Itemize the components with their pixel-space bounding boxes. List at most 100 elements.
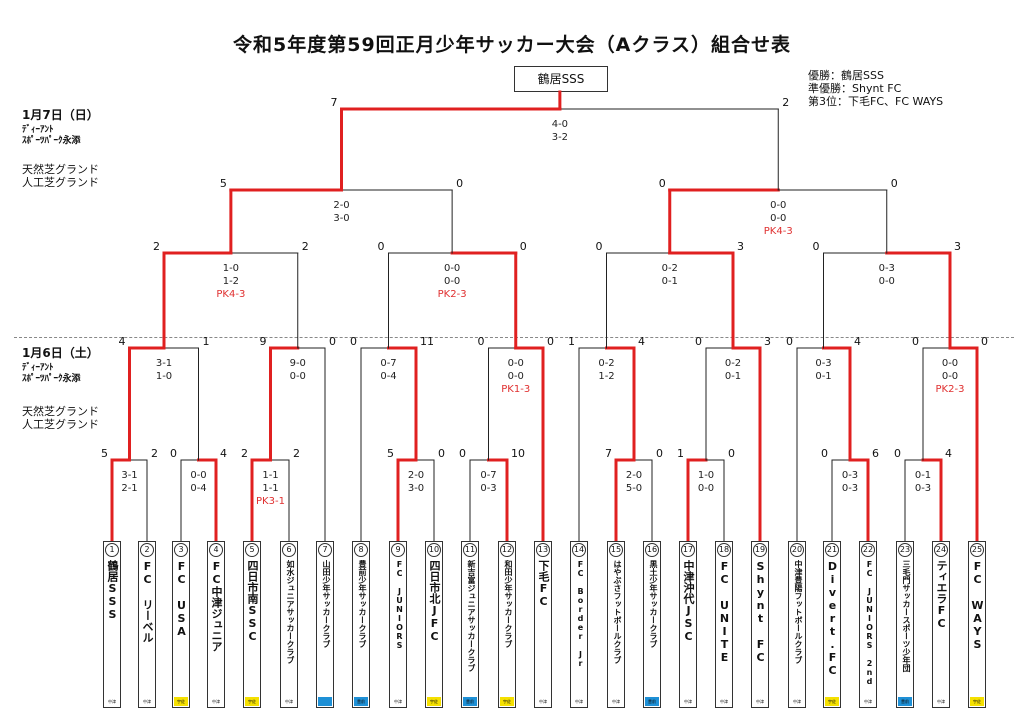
day2-venue-1: ﾃﾞｨｰｱﾝﾄ — [22, 125, 54, 135]
team-number: 10 — [427, 543, 441, 557]
half-score-1: 3-1 — [121, 470, 137, 481]
team-box: 2 FC リーベル中津 — [138, 541, 156, 708]
half-score-1: 0-2 — [725, 358, 741, 369]
team-number: 6 — [282, 543, 296, 557]
half-score-1: 4-0 — [552, 119, 568, 130]
day2-date: 1月7日（日） — [22, 108, 99, 122]
day1-date: 1月6日（土） — [22, 346, 99, 360]
team-number: 2 — [140, 543, 154, 557]
score-right: 3 — [764, 335, 771, 348]
score-left: 0 — [813, 240, 820, 253]
region-badge: 中津 — [575, 699, 583, 704]
score-right: 2 — [302, 240, 309, 253]
score-right: 10 — [511, 447, 525, 460]
region-badge: 中津 — [285, 699, 293, 704]
team-box: 18 FC UNITE 中津 — [715, 541, 733, 708]
result-runner-up: 準優勝：Shynt FC — [808, 82, 902, 95]
team-number: 11 — [463, 543, 477, 557]
region-badge: 中津 — [684, 699, 692, 704]
half-score-1: 0-7 — [380, 358, 396, 369]
team-number: 17 — [681, 543, 695, 557]
region-badge — [318, 697, 332, 706]
half-score-1: 0-0 — [190, 470, 206, 481]
half-score-1: 0-3 — [842, 470, 858, 481]
score-left: 2 — [153, 240, 160, 253]
team-number: 18 — [717, 543, 731, 557]
score-right: 0 — [728, 447, 735, 460]
day1-ground-1: 天然芝グランド — [22, 405, 99, 418]
score-right: 1 — [203, 335, 210, 348]
score-right: 4 — [854, 335, 861, 348]
half-score-1: 0-0 — [942, 358, 958, 369]
half-score-1: 1-0 — [223, 263, 239, 274]
region-badge: 中津 — [143, 699, 151, 704]
team-name: FC UNITE — [718, 560, 731, 664]
score-left: 7 — [605, 447, 612, 460]
half-score-2: 1-2 — [598, 371, 614, 382]
region-badge: 宇佐 — [500, 697, 514, 706]
score-right: 0 — [456, 177, 463, 190]
region-badge: 宇佐 — [174, 697, 188, 706]
region-badge: 中津 — [394, 699, 402, 704]
half-score-1: 0-0 — [444, 263, 460, 274]
team-number: 8 — [354, 543, 368, 557]
half-score-2: 2-1 — [121, 483, 137, 494]
team-name: 黒土少年サッカークラブ — [649, 560, 658, 648]
score-right: 0 — [547, 335, 554, 348]
team-box: 15 はやぶさフットボールクラブ中津 — [607, 541, 625, 708]
half-score-2: 0-3 — [842, 483, 858, 494]
team-name: 四日市南SSC — [246, 560, 259, 643]
score-right: 0 — [520, 240, 527, 253]
team-number: 25 — [970, 543, 984, 557]
team-name: 和田少年サッカークラブ — [504, 560, 513, 648]
score-right: 2 — [782, 96, 789, 109]
team-name: 三毛門サッカースポーツ少年団 — [902, 560, 911, 672]
team-number: 23 — [898, 543, 912, 557]
region-badge: 中津 — [212, 699, 220, 704]
score-left: 0 — [786, 335, 793, 348]
day1-venue-1: ﾃﾞｨｰｱﾝﾄ — [22, 363, 54, 373]
score-right: 2 — [151, 447, 158, 460]
day1-ground-2: 人工芝グランド — [22, 418, 99, 431]
team-number: 15 — [609, 543, 623, 557]
team-number: 7 — [318, 543, 332, 557]
score-left: 0 — [170, 447, 177, 460]
region-badge: 宇佐 — [825, 697, 839, 706]
score-right: 2 — [293, 447, 300, 460]
team-number: 22 — [861, 543, 875, 557]
score-right: 3 — [954, 240, 961, 253]
team-number: 24 — [934, 543, 948, 557]
half-score-1: 1-1 — [262, 470, 278, 481]
half-score-2: 0-0 — [770, 213, 786, 224]
region-badge: 中津 — [612, 699, 620, 704]
half-score-2: 3-0 — [333, 213, 349, 224]
half-score-1: 2-0 — [626, 470, 642, 481]
team-name: FC リーベル — [141, 560, 154, 643]
region-badge: 中津 — [539, 699, 547, 704]
team-number: 12 — [500, 543, 514, 557]
half-score-2: 0-4 — [190, 483, 206, 494]
team-name: 中津豊陽フットボールクラブ — [794, 560, 803, 664]
region-badge: 中津 — [720, 699, 728, 704]
team-name: はやぶさフットボールクラブ — [613, 560, 622, 664]
team-number: 19 — [753, 543, 767, 557]
result-winner: 優勝：鶴居SSS — [808, 69, 884, 82]
half-score-2: 0-0 — [508, 371, 524, 382]
score-right: 11 — [420, 335, 434, 348]
region-badge: 豊前 — [354, 697, 368, 706]
score-right: 0 — [438, 447, 445, 460]
score-right: 3 — [737, 240, 744, 253]
team-name: Shynt FC — [754, 560, 767, 664]
team-number: 21 — [825, 543, 839, 557]
